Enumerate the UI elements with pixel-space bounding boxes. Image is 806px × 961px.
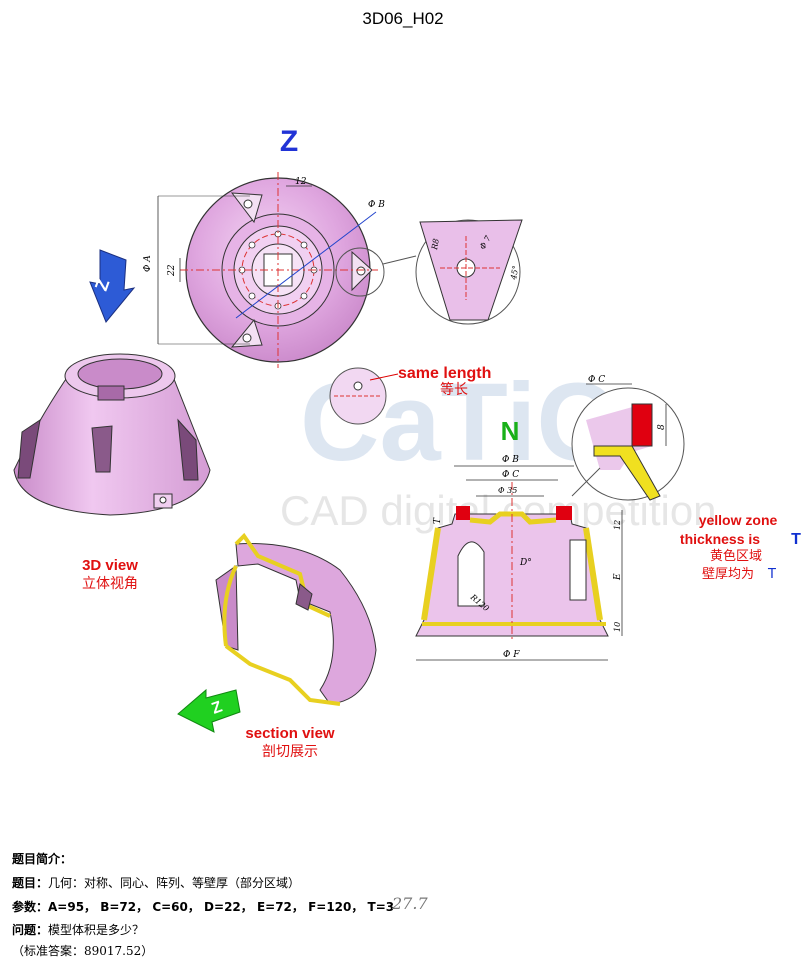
svg-text:T: T xyxy=(791,531,801,548)
svg-text:Φ C: Φ C xyxy=(588,375,605,385)
svg-text:D°: D° xyxy=(519,558,532,568)
view-direction-arrow-z: Z xyxy=(89,249,136,323)
view-z-label: Z xyxy=(280,125,298,158)
svg-text:T: T xyxy=(767,567,776,582)
problem-question: 问题：模型体积是多少？ xyxy=(12,923,145,937)
cutaway-section-view: section view 剖切展示 xyxy=(215,532,377,760)
svg-text:45°: 45° xyxy=(509,265,521,282)
view-direction-arrow-n: Z xyxy=(177,688,241,733)
svg-text:E: E xyxy=(613,573,623,581)
svg-text:thickness is: thickness is xyxy=(680,531,760,547)
problem-parameters: 参数：A=95， B=72， C=60， D=22， E=72， F=120， … xyxy=(12,894,428,915)
same-length-callout: same length 等长 xyxy=(329,365,491,425)
svg-text:等长: 等长 xyxy=(440,381,468,398)
svg-text:Φ F: Φ F xyxy=(503,650,520,660)
svg-text:Φ A: Φ A xyxy=(143,255,153,272)
page-title: 3D06_H02 xyxy=(362,9,444,28)
handwritten-mark: 27.7 xyxy=(392,894,428,913)
problem-answer: （标准答案：89017.52） xyxy=(12,944,154,958)
svg-text:12: 12 xyxy=(613,520,622,530)
top-view: Φ A 22 12 Φ B xyxy=(143,172,385,368)
svg-text:same length: same length xyxy=(398,365,491,382)
svg-text:剖切展示: 剖切展示 xyxy=(262,744,318,760)
svg-text:立体视角: 立体视角 xyxy=(82,576,138,592)
svg-text:壁厚均为: 壁厚均为 xyxy=(702,567,754,582)
engineering-drawing: CaTiCs CAD digital competition Z Φ A 22 xyxy=(13,125,801,760)
svg-text:R8: R8 xyxy=(430,238,441,252)
detail-view-pad: R8 Φ 7 45° xyxy=(335,219,523,325)
problem-heading: 题目简介： xyxy=(12,852,73,866)
yellow-zone-note: yellow zone thickness is T 黄色区域 壁厚均为 T xyxy=(680,512,801,582)
svg-text:黄色区域: 黄色区域 xyxy=(710,548,762,564)
view-n-label: N xyxy=(501,416,520,446)
front-section-view: Φ B Φ C Φ 35 T 12 E 10 D° R120 Φ F xyxy=(415,455,623,661)
isometric-3d-view: 3D view 立体视角 xyxy=(13,353,211,592)
detail-view-rim: Φ C 8 xyxy=(571,375,685,501)
svg-text:section view: section view xyxy=(245,725,335,742)
svg-text:8: 8 xyxy=(657,424,667,430)
svg-text:12: 12 xyxy=(295,177,307,187)
problem-topic: 题目：几何：对称、同心、阵列、等壁厚（部分区域） xyxy=(12,876,301,890)
svg-text:22: 22 xyxy=(167,264,177,277)
svg-text:3D view: 3D view xyxy=(82,557,138,574)
svg-text:T: T xyxy=(433,517,443,524)
svg-text:Φ B: Φ B xyxy=(502,455,519,465)
svg-text:Φ C: Φ C xyxy=(502,470,519,480)
svg-text:10: 10 xyxy=(613,622,622,632)
svg-text:Φ B: Φ B xyxy=(368,200,385,210)
svg-text:yellow zone: yellow zone xyxy=(699,512,778,528)
svg-text:Φ 35: Φ 35 xyxy=(498,486,517,495)
